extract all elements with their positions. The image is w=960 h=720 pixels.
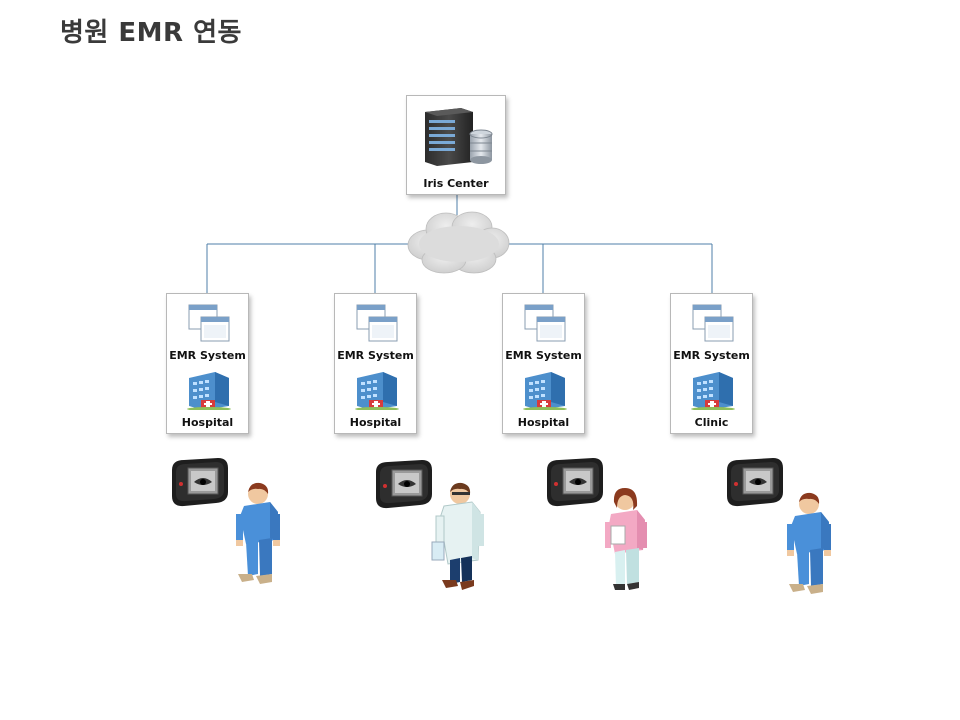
site-label: Hospital	[517, 416, 570, 429]
emr-system-label: EMR System	[505, 349, 582, 362]
windows-icon	[692, 304, 734, 342]
emr-node-3: EMR System Hospital	[502, 293, 585, 434]
iris-scanner-icon	[172, 458, 228, 507]
emr-system-label: EMR System	[337, 349, 414, 362]
nurse-figure-icon	[605, 488, 647, 590]
windows-icon	[524, 304, 566, 342]
emr-node-1: EMR System Hospital	[166, 293, 249, 434]
page-title: 병원 EMR 연동	[60, 18, 242, 48]
iris-scanner-icon	[727, 458, 783, 507]
emr-system-label: EMR System	[673, 349, 750, 362]
cloud-icon	[407, 211, 510, 274]
hospital-building-icon	[691, 372, 735, 410]
site-label: Hospital	[181, 416, 234, 429]
doctor-figure-icon	[431, 482, 484, 590]
hospital-building-icon	[523, 372, 567, 410]
patient-figure-icon	[787, 492, 831, 594]
hospital-building-icon	[355, 372, 399, 410]
site-label: Clinic	[694, 416, 729, 429]
windows-icon	[356, 304, 398, 342]
emr-system-label: EMR System	[169, 349, 246, 362]
patient-figure-icon	[236, 482, 280, 584]
site-label: Hospital	[349, 416, 402, 429]
iris-scanner-icon	[547, 458, 603, 507]
emr-node-4: EMR System Clinic	[670, 293, 753, 434]
iris-center-label: Iris Center	[423, 177, 489, 190]
server-database-icon	[425, 108, 493, 166]
hospital-building-icon	[187, 372, 231, 410]
iris-scanner-icon	[376, 460, 432, 509]
windows-icon	[188, 304, 230, 342]
emr-node-2: EMR System Hospital	[334, 293, 417, 434]
iris-center-node: Iris Center	[406, 95, 506, 195]
